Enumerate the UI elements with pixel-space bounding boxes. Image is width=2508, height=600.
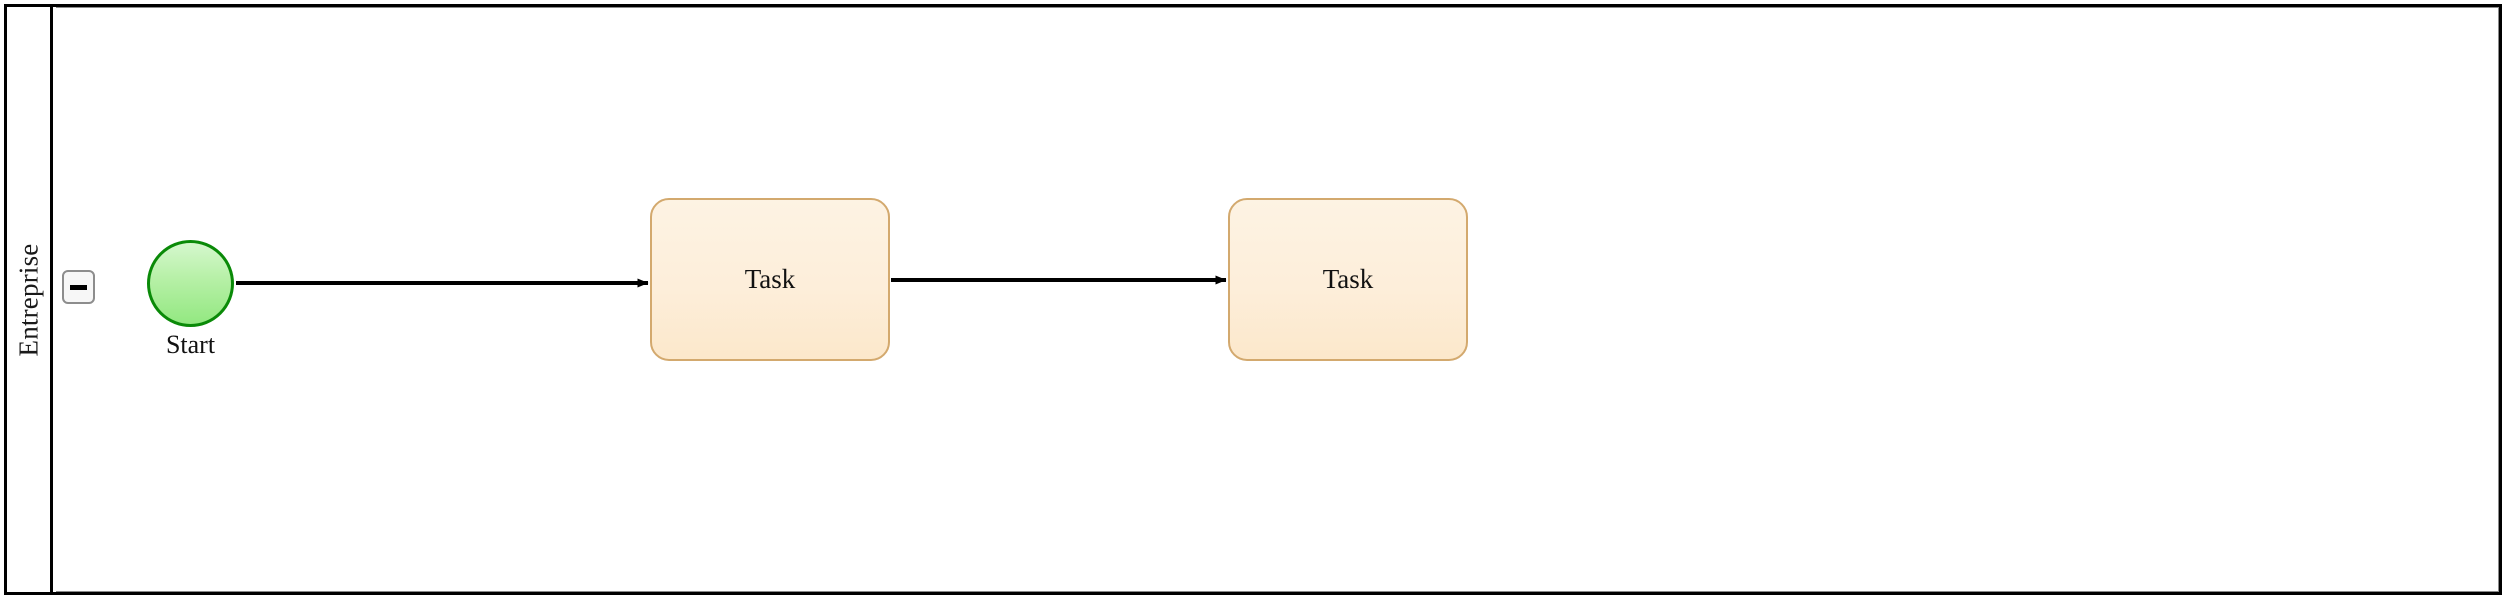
pool-header[interactable]: Entreprise [7,7,53,592]
pool-name-label: Entreprise [13,243,43,356]
task-node-2[interactable]: Task [1228,198,1468,361]
start-event-label: Start [165,330,216,359]
pool-entreprise[interactable]: Entreprise [4,4,2502,595]
task-node-1[interactable]: Task [650,198,890,361]
start-event-node[interactable] [147,240,234,327]
pool-collapse-button[interactable] [62,270,95,304]
task-label: Task [744,264,796,294]
minus-icon [70,284,87,290]
task-label: Task [1322,264,1374,294]
